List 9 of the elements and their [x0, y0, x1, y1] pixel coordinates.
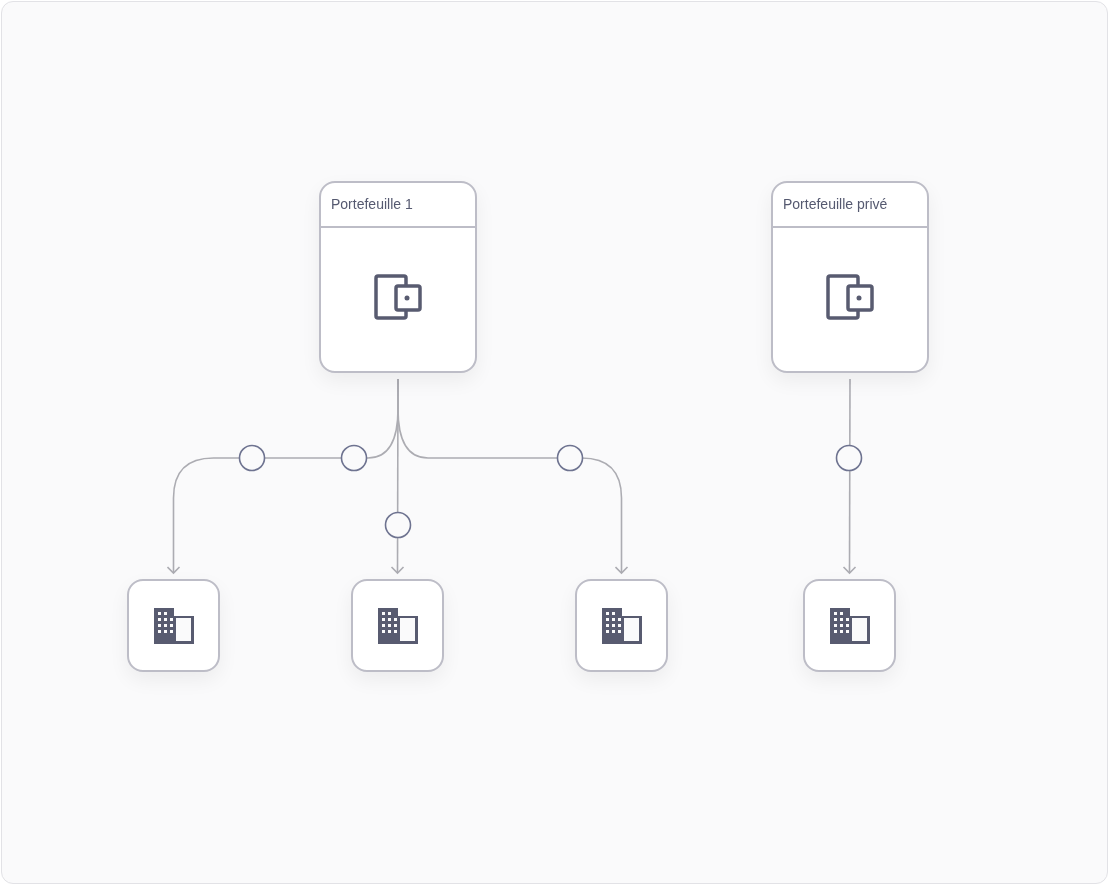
company-card — [575, 579, 668, 672]
wallet-card — [319, 181, 477, 373]
card-title: Portefeuille privé — [783, 195, 888, 214]
card-title: Portefeuille 1 — [331, 195, 413, 214]
arrow — [397, 378, 629, 574]
wallet-card — [771, 181, 929, 373]
company-card — [127, 579, 220, 672]
company-card — [803, 579, 896, 672]
company-card — [351, 579, 444, 672]
